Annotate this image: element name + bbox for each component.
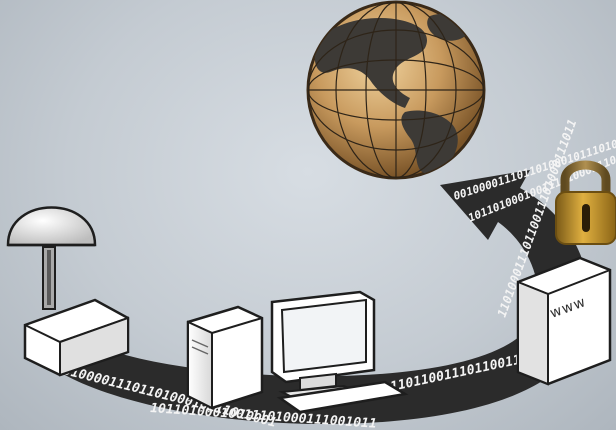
globe-icon	[308, 2, 484, 178]
satellite-dish-icon	[8, 208, 95, 310]
web-server-icon: www	[518, 258, 610, 384]
pc-tower-icon	[188, 307, 262, 408]
